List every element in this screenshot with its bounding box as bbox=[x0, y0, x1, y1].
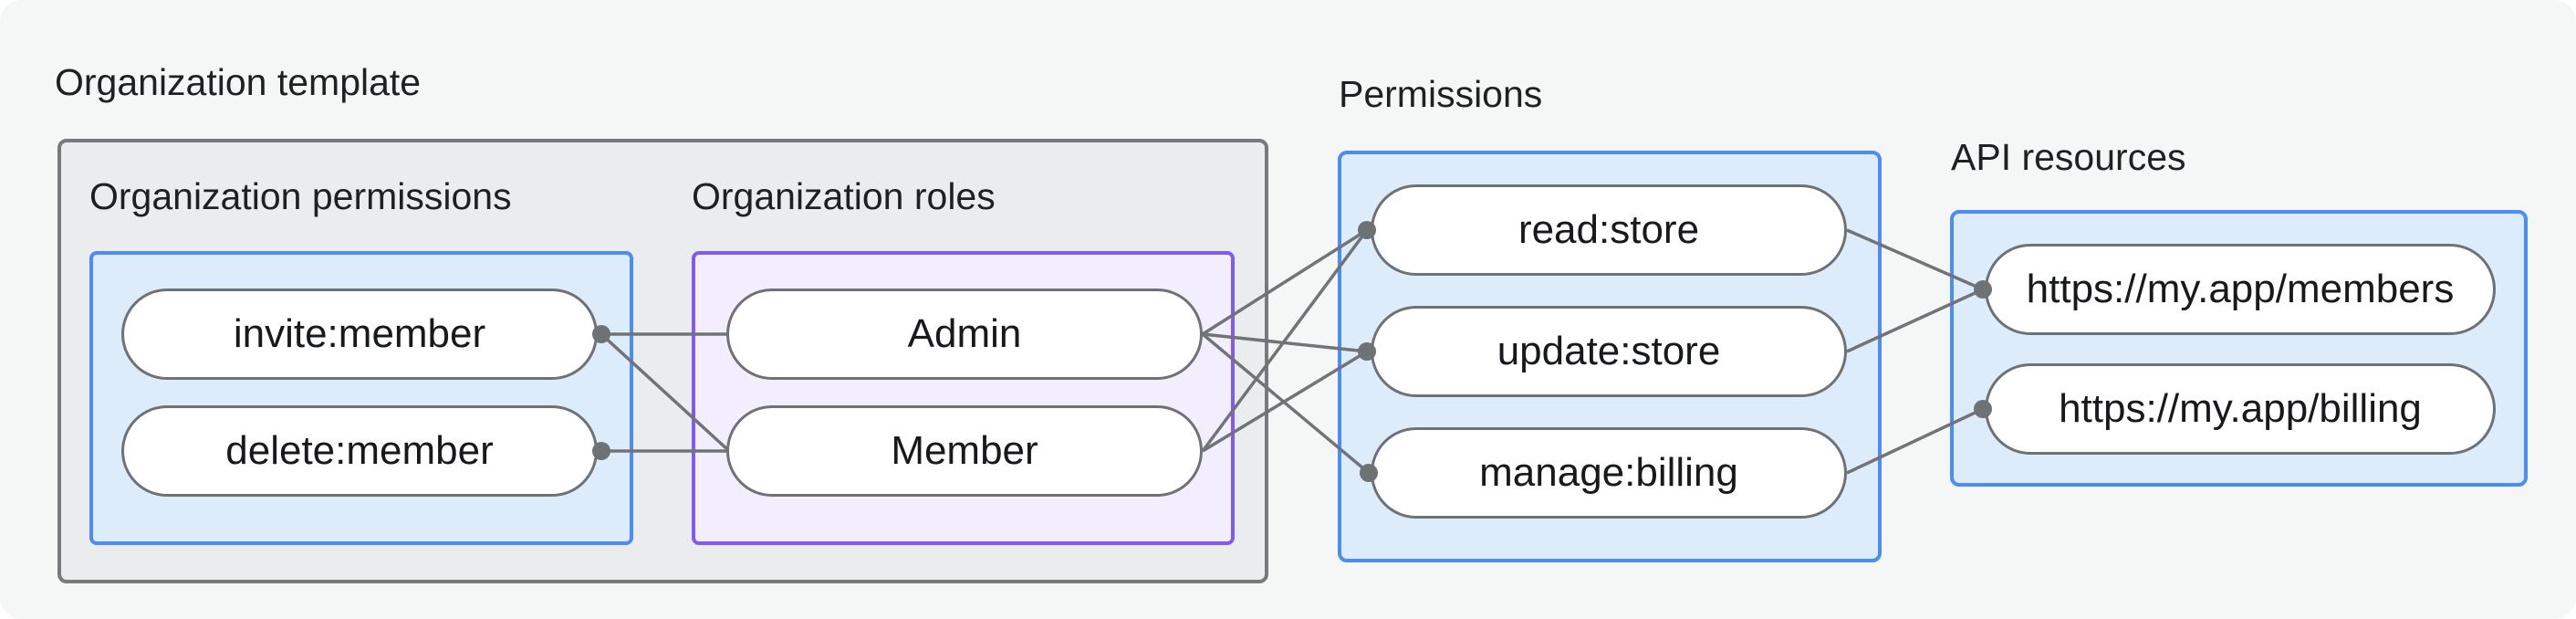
node-manage-billing: manage:billing bbox=[1371, 427, 1847, 519]
node-invite-member: invite:member bbox=[121, 289, 598, 380]
node-update-store: update:store bbox=[1371, 306, 1847, 397]
organization-template-heading: Organization template bbox=[55, 61, 422, 103]
node-read-store: read:store bbox=[1371, 184, 1847, 276]
node-member: Member bbox=[726, 405, 1203, 497]
node-delete-member: delete:member bbox=[121, 405, 598, 497]
organization-roles-heading: Organization roles bbox=[692, 175, 996, 217]
api-resources-heading: API resources bbox=[1951, 136, 2186, 178]
permissions-heading: Permissions bbox=[1339, 73, 1543, 115]
node-api-members: https://my.app/members bbox=[1985, 244, 2496, 335]
node-admin: Admin bbox=[726, 289, 1203, 380]
node-api-billing: https://my.app/billing bbox=[1985, 363, 2496, 455]
organization-permissions-heading: Organization permissions bbox=[89, 175, 512, 217]
